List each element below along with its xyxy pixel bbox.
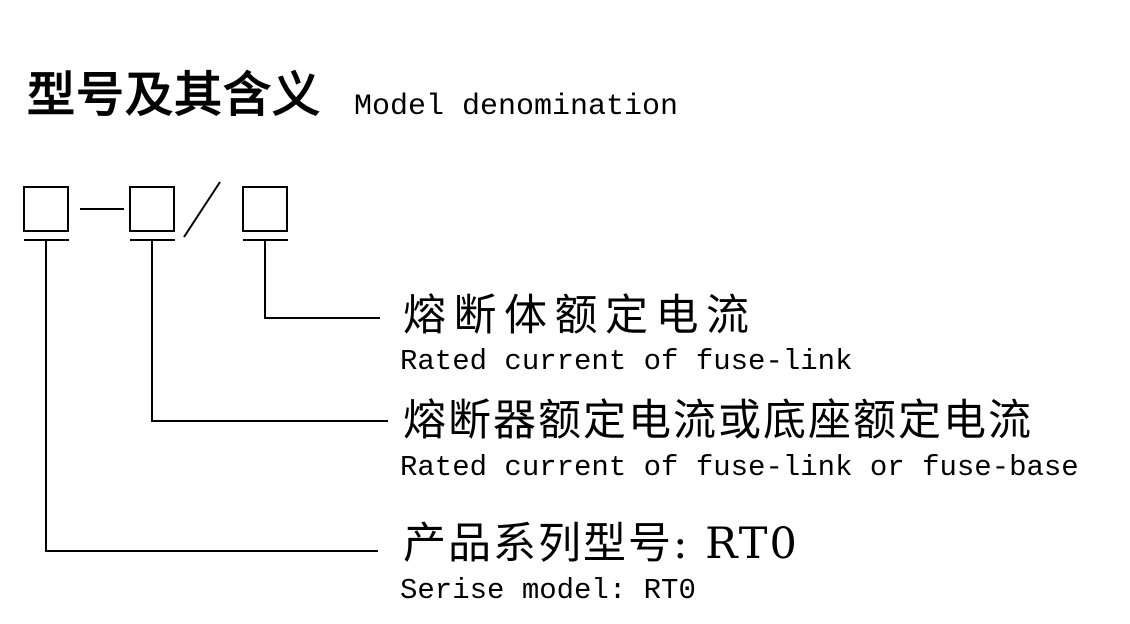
label-fuse-rated-current-en: Rated current of fuse-link or fuse-base [400,451,1079,484]
label-series-model-en: Serise model: RT0 [400,574,696,607]
leader-line-fuse-rated-current [151,240,388,422]
slash-separator [183,181,221,238]
label-series-model-cn: 产品系列型号: RT0 [403,519,799,569]
page-title-en: Model denomination [354,90,679,124]
fuse-rated-current-box [129,186,175,232]
fuse-link-rated-current-box [242,186,288,232]
leader-line-series-model [45,240,378,552]
series-model-box [23,186,69,232]
label-fuse-link-rated-current-cn: 熔断体额定电流 [403,291,757,341]
label-fuse-rated-current-cn: 熔断器额定电流或底座额定电流 [403,396,1033,446]
page-title: 型号及其含义 [27,67,322,123]
leader-line-fuse-link-rated-current [264,240,380,319]
label-fuse-link-rated-current-en: Rated current of fuse-link [400,345,853,378]
